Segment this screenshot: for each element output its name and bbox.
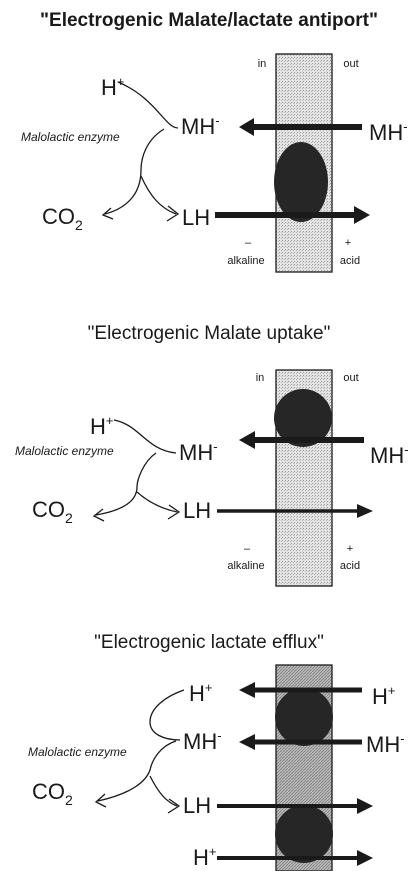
co2-label: CO2 — [32, 497, 73, 526]
proton-in-label: H+ — [189, 680, 212, 706]
lactate-arrowhead — [167, 504, 181, 520]
malate-in-label: MH- — [181, 113, 220, 139]
section-lactate-efflux: "Electrogenic lactate efflux" H+ H+ MH- … — [28, 632, 405, 871]
lactate-label: LH — [182, 205, 210, 230]
malate-arrow-head — [239, 734, 255, 750]
proton-label: H+ — [90, 413, 113, 439]
section-title: "Electrogenic Malate/lactate antiport" — [40, 10, 378, 31]
charge-in: – — [244, 543, 251, 555]
transporter-carrier-top — [275, 688, 333, 746]
co2-label: CO2 — [32, 779, 73, 808]
lactate-arrow-head — [357, 798, 373, 814]
lactate-arrowhead — [166, 205, 180, 222]
co2-arrowhead — [101, 207, 114, 220]
enzyme-label: Malolactic enzyme — [15, 444, 114, 458]
co2-arrowhead — [94, 793, 107, 808]
lactate-curve — [140, 175, 177, 215]
section-title: "Electrogenic Malate uptake" — [88, 323, 331, 344]
co2-arrowhead — [92, 508, 105, 522]
malate-in-label: MH- — [183, 728, 222, 754]
lactate-arrow-head — [354, 206, 370, 224]
charge-out: + — [347, 543, 353, 555]
lactate-arrow-head — [357, 504, 373, 518]
side-out-label: out — [343, 58, 358, 70]
charge-in: – — [245, 237, 252, 249]
proton-arrow-head — [239, 682, 255, 698]
malate-out-label: MH- — [370, 442, 409, 468]
malate-in-label: MH- — [179, 439, 218, 465]
transporter-carrier — [274, 142, 328, 222]
ph-out: acid — [340, 560, 360, 572]
proton-out-label: H+ — [372, 683, 395, 709]
enzyme-reaction-curve — [95, 419, 177, 516]
ph-in: alkaline — [227, 560, 264, 572]
section-malate-uptake: "Electrogenic Malate uptake" in out H+ M… — [15, 323, 409, 587]
malate-arrow-head — [239, 118, 254, 136]
proton-bottom-arrow-head — [357, 850, 373, 866]
section-title: "Electrogenic lactate efflux" — [94, 632, 324, 653]
side-in-label: in — [258, 58, 267, 70]
enzyme-reaction-curve — [104, 81, 179, 215]
ph-out: acid — [340, 255, 360, 267]
ph-in: alkaline — [227, 255, 264, 267]
enzyme-label: Malolactic enzyme — [28, 745, 127, 759]
enzyme-reaction-curve — [97, 689, 185, 802]
transporter-carrier-bottom — [275, 805, 333, 863]
lactate-label: LH — [183, 793, 211, 818]
malate-arrow-head — [239, 431, 255, 449]
lactate-curve — [136, 491, 178, 513]
co2-label: CO2 — [42, 204, 83, 233]
malate-out-label: MH- — [366, 731, 405, 757]
proton-label: H+ — [101, 74, 124, 100]
section-antiport: "Electrogenic Malate/lactate antiport" i… — [21, 10, 408, 273]
lactate-arrowhead — [167, 798, 181, 814]
proton-bottom-label: H+ — [193, 844, 216, 870]
lactate-curve — [149, 775, 178, 807]
side-out-label: out — [343, 372, 358, 384]
enzyme-label: Malolactic enzyme — [21, 130, 120, 144]
side-in-label: in — [256, 372, 265, 384]
lactate-label: LH — [183, 498, 211, 523]
charge-out: + — [345, 237, 351, 249]
transporter-carrier — [274, 389, 332, 447]
malate-out-label: MH- — [369, 119, 408, 145]
